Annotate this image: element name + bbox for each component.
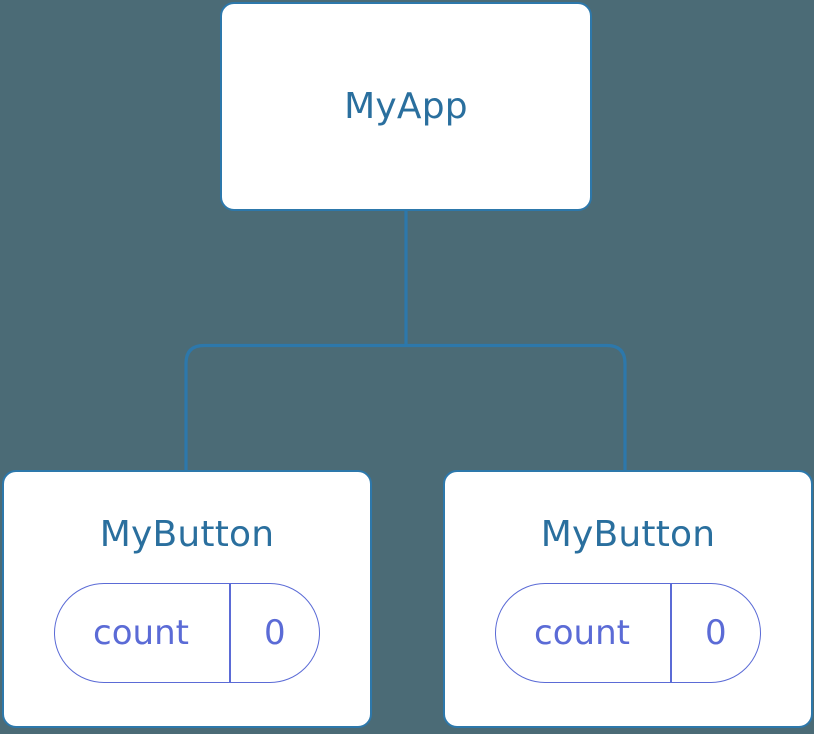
state-key-2: count: [534, 613, 630, 653]
node-myapp-label: MyApp: [344, 85, 468, 127]
node-mybutton-1-label: MyButton: [99, 514, 275, 555]
node-myapp[interactable]: MyApp: [220, 2, 592, 211]
node-mybutton-1[interactable]: MyButton count 0: [2, 470, 372, 728]
state-value-2: 0: [704, 613, 727, 653]
state-divider-2: [670, 584, 672, 682]
connector-to-left-child: [184, 343, 406, 472]
state-pill-2[interactable]: count 0: [495, 583, 761, 683]
state-value-1: 0: [263, 613, 286, 653]
state-pill-1[interactable]: count 0: [54, 583, 320, 683]
node-mybutton-2[interactable]: MyButton count 0: [443, 470, 813, 728]
state-key-1: count: [93, 613, 189, 653]
node-mybutton-2-label: MyButton: [540, 514, 716, 555]
connector-to-right-child: [406, 343, 627, 472]
state-divider-1: [229, 584, 231, 682]
